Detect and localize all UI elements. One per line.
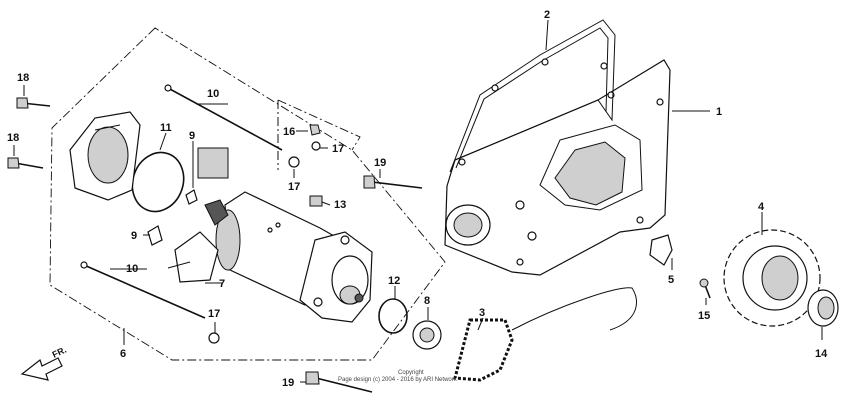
bolt-15: [699, 278, 711, 299]
callout-17-middle: 17: [288, 181, 300, 193]
gasket-part: [449, 19, 616, 173]
bolt-18-upper: [16, 97, 51, 109]
callout-4: 4: [758, 201, 765, 213]
copyright-line-2: Page design (c) 2004 - 2016 by ARI Netwo…: [338, 377, 458, 383]
callout-3: 3: [479, 307, 485, 319]
leader-lines: [13, 19, 823, 383]
brush-group-boundary: [277, 99, 361, 151]
callout-13: 13: [334, 199, 346, 211]
callout-5: 5: [668, 274, 674, 286]
bolt-19-upper: [363, 175, 423, 189]
callout-12: 12: [388, 275, 400, 287]
callout-18-upper: 18: [17, 72, 29, 84]
callout-14: 14: [815, 348, 828, 360]
long-bolt-10-lower: [80, 261, 206, 319]
starter-assembly-boundary: [49, 27, 446, 361]
arrow-left-icon: [20, 357, 63, 381]
direction-label: FR.: [51, 345, 68, 360]
starter-motor-part: [204, 191, 373, 323]
callout-2: 2: [544, 9, 550, 21]
copyright-line-1: Copyright: [398, 370, 424, 376]
stopper-plate-part: [649, 234, 673, 266]
callout-16: 16: [283, 126, 295, 138]
callout-labels: 1 2 3 4 5 6 7 8 9 9 10 10 11 12 13 14 15…: [7, 9, 828, 389]
callout-7: 7: [219, 278, 225, 290]
small-sprocket-part: [412, 320, 442, 350]
brush-holder-part: [167, 147, 229, 283]
bolt-19-lower: [305, 371, 373, 393]
callout-8: 8: [424, 295, 430, 307]
callout-9-lower: 9: [131, 230, 137, 242]
callout-9-upper: 9: [189, 130, 195, 142]
callout-10-lower: 10: [126, 263, 138, 275]
callout-10-upper: 10: [207, 88, 219, 100]
washer-17-c: [208, 332, 220, 344]
long-bolt-10-upper: [164, 84, 283, 151]
nut-16: [309, 124, 321, 136]
callout-18-lower: 18: [7, 132, 19, 144]
nut-13: [309, 195, 323, 207]
callout-1: 1: [716, 106, 722, 118]
callout-17-lower: 17: [208, 308, 220, 320]
callout-17-upper: 17: [332, 143, 344, 155]
chain-part: [453, 287, 638, 382]
callout-19-upper: 19: [374, 157, 386, 169]
bolt-18-lower: [7, 157, 44, 169]
back-plate-part: [444, 59, 671, 276]
front-bracket-part: [69, 111, 141, 201]
washer-17-b: [311, 141, 321, 151]
large-sprocket-part: [723, 229, 821, 327]
callout-6: 6: [120, 348, 126, 360]
callout-15: 15: [698, 310, 710, 322]
o-ring-12: [378, 298, 408, 334]
callout-19-lower: 19: [282, 377, 294, 389]
clip-9-lower: [147, 225, 163, 246]
callout-11: 11: [160, 122, 172, 134]
washer-17-a: [288, 156, 300, 168]
oil-seal-part: [807, 289, 839, 327]
clip-9-upper: [185, 189, 198, 205]
front-direction-arrow: FR.: [20, 345, 68, 381]
